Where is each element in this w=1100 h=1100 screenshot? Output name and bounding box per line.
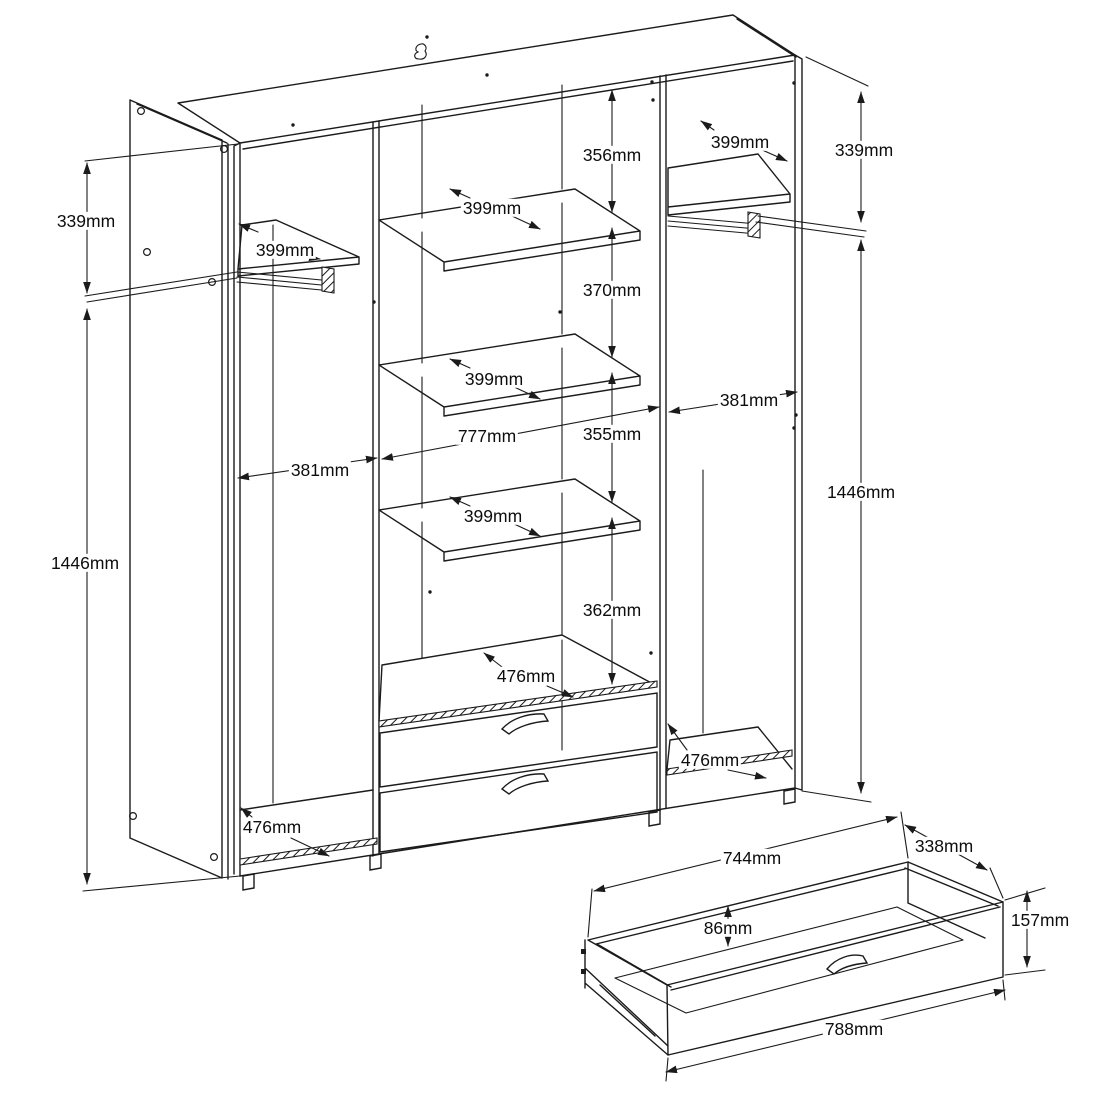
- dim-drawer-depth: 338mm: [912, 835, 976, 856]
- dim-mid-shelf2-depth: 399mm: [462, 368, 526, 389]
- side-shelves: [237, 153, 791, 277]
- dim-right-shelf-depth: 399mm: [708, 131, 772, 152]
- dim-right-inner-width: 381mm: [717, 389, 781, 410]
- dim-mid-inner-width: 777mm: [455, 425, 519, 446]
- dim-left-top-gap: 339mm: [54, 210, 118, 231]
- dim-drawer-inner-width: 744mm: [720, 847, 784, 868]
- dim-right-inner-height: 1446mm: [824, 481, 898, 502]
- wardrobe-dimension-lines: [82, 56, 872, 892]
- dim-drawer-height: 157mm: [1008, 909, 1072, 930]
- drawer-detail: [581, 861, 1004, 1056]
- dim-right-top-gap: 339mm: [832, 139, 896, 160]
- drawer-handle: [500, 713, 550, 735]
- dim-left-shelf-depth: 399mm: [253, 239, 317, 260]
- dim-left-floor-depth: 476mm: [240, 816, 304, 837]
- dim-mid-shelf3-depth: 399mm: [461, 505, 525, 526]
- dim-drawer-outer-width: 788mm: [822, 1018, 886, 1039]
- dim-drawer-inner-height: 86mm: [701, 917, 755, 938]
- dim-mid-gap2: 370mm: [580, 279, 644, 300]
- hanging-rails: [236, 211, 761, 294]
- dim-mid-shelf1-depth: 399mm: [460, 197, 524, 218]
- dim-right-floor-depth: 476mm: [678, 749, 742, 770]
- drawers: [379, 692, 658, 853]
- carcass: [177, 14, 803, 891]
- dim-left-inner-width: 381mm: [288, 459, 352, 480]
- dim-mid-gap3: 355mm: [580, 423, 644, 444]
- dim-mid-gap1: 356mm: [580, 144, 644, 165]
- dim-mid-gap4: 362mm: [580, 599, 644, 620]
- drawer-handle: [500, 773, 550, 795]
- drawer-detail-dimension-lines: [587, 811, 1046, 1082]
- dim-mid-floor-depth: 476mm: [494, 665, 558, 686]
- left-side-panel: [129, 99, 229, 880]
- dim-left-inner-height: 1446mm: [48, 552, 122, 573]
- drawer-detail-handle: [825, 954, 869, 975]
